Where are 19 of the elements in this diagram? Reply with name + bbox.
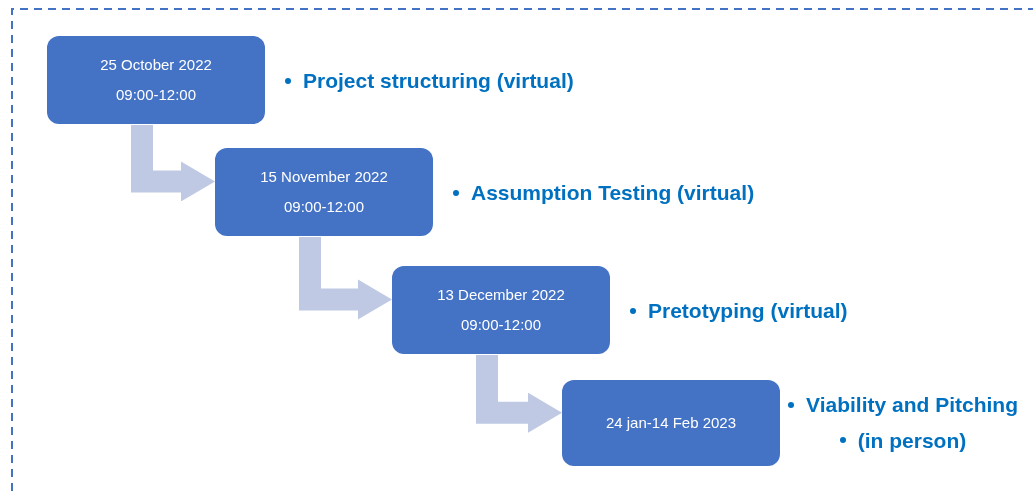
date-label: 13 December 2022 [437, 284, 565, 305]
session-topic: Pretotyping (virtual) [648, 298, 848, 324]
date-box [392, 266, 610, 354]
date-box [562, 380, 780, 466]
date-label: 24 jan-14 Feb 2023 [605, 412, 737, 433]
date-box [47, 36, 265, 124]
block-arrow [131, 125, 215, 202]
session-topic: Assumption Testing (virtual) [471, 180, 755, 206]
time-label: 09:00-12:00 [460, 315, 542, 335]
session-topic: Project structuring (virtual) [303, 68, 574, 94]
session-topic: Viability and Pitching [806, 392, 1018, 418]
date-label: 25 October 2022 [100, 54, 212, 75]
block-arrow [476, 355, 562, 433]
date-box [215, 148, 433, 236]
time-label: 09:00-12:00 [115, 85, 197, 105]
time-label: 09:00-12:00 [283, 197, 365, 217]
block-arrow [299, 237, 392, 320]
date-label: 15 November 2022 [260, 166, 388, 187]
session-topic: (in person) [857, 427, 967, 454]
